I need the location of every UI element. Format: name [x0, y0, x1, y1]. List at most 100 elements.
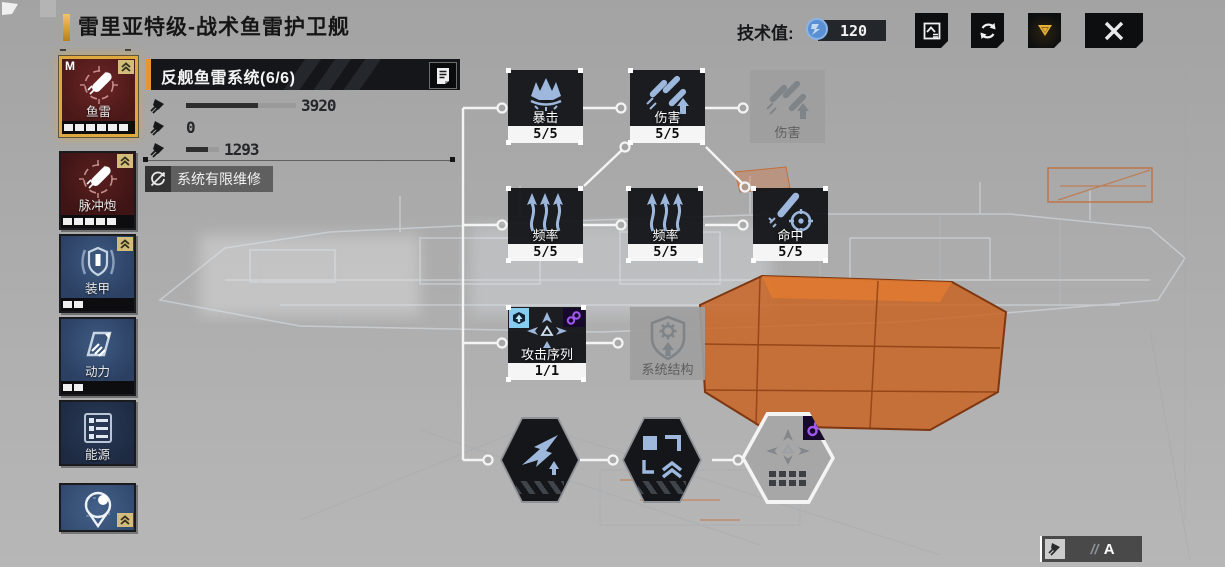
tree-node-accuracy[interactable]: 命中 5/5	[753, 188, 828, 261]
node-level: 5/5	[508, 244, 583, 261]
node-label: 伤害	[774, 125, 801, 140]
dropdown-toggle-button[interactable]	[1028, 13, 1061, 48]
level-pips	[61, 298, 134, 311]
node-label: 频率	[532, 228, 559, 243]
m-marker: M	[65, 59, 75, 73]
triangle-down-icon	[1036, 23, 1054, 39]
stat-row-tertiary: 1293	[149, 140, 260, 159]
corner-decoration	[2, 2, 18, 15]
tree-node-system-structure[interactable]: 系统结构	[630, 307, 705, 380]
sidebar-item-label: 能源	[84, 448, 110, 462]
stat-value: 3920	[301, 96, 337, 115]
chain-link-icon	[563, 308, 585, 327]
damage-icon	[765, 80, 809, 119]
tech-points-label: 技术值:	[737, 24, 794, 43]
system-title: 反舰鱼雷系统(6/6)	[161, 70, 296, 87]
tree-node-attack-sequence[interactable]: 攻击序列 1/1	[508, 307, 586, 380]
title-accent-bar	[63, 14, 70, 41]
damage-icon	[645, 75, 689, 114]
strike-arrow-icon	[522, 435, 559, 475]
chain-link-icon	[803, 416, 829, 440]
sidebar-item-pulse-cannon[interactable]: 脉冲炮	[59, 151, 136, 230]
node-level: 5/5	[753, 244, 828, 261]
shield-upgrade-badge-icon	[509, 308, 529, 328]
armor-shield-icon	[80, 246, 115, 277]
spread-arrows-icon	[766, 429, 810, 486]
energy-list-icon	[83, 413, 112, 443]
tree-node-damage[interactable]: 伤害 5/5	[630, 70, 705, 143]
system-detail-button[interactable]	[429, 62, 457, 89]
title-underline-dash	[125, 49, 131, 51]
repair-status-text: 系统有限维修	[177, 171, 261, 187]
attack-stat-icon	[150, 99, 164, 114]
stat-row-secondary: 0	[149, 118, 196, 137]
sidebar-item-label: 装甲	[84, 282, 110, 296]
stat-value: 1293	[224, 140, 260, 159]
upgrade-chevron-icon	[117, 513, 133, 527]
sidebar-item-torpedo[interactable]: M 鱼雷	[59, 56, 138, 137]
tree-node-frequency-1[interactable]: 频率 5/5	[508, 188, 583, 261]
formation-icon	[642, 435, 683, 479]
node-label: 命中	[777, 228, 804, 243]
limited-repair-icon	[145, 166, 171, 192]
stat-row-damage: 3920	[149, 96, 337, 115]
mode-letter: A	[1103, 540, 1115, 558]
title-underline-dash	[60, 49, 66, 51]
sidebar-item-label: 鱼雷	[85, 105, 111, 119]
tech-points-value: 120	[840, 22, 868, 40]
corner-square-decoration	[40, 0, 56, 17]
sidebar-item-label: 动力	[84, 365, 110, 379]
refresh-button[interactable]	[971, 13, 1004, 48]
upgrade-chevron-icon	[118, 60, 134, 74]
sidebar-item-sensor[interactable]	[59, 483, 136, 532]
attack-stat-icon	[150, 143, 164, 158]
refresh-icon	[977, 20, 999, 42]
torpedo-icon	[78, 160, 117, 198]
propulsion-icon	[85, 331, 112, 357]
level-pips	[62, 121, 135, 134]
tree-node-formation-mode[interactable]	[622, 417, 702, 503]
attack-stat-icon	[150, 121, 164, 136]
node-label: 攻击序列	[520, 347, 573, 362]
level-pips	[61, 381, 134, 394]
node-level: 1/1	[508, 363, 586, 380]
panel-divider	[145, 160, 455, 161]
tech-points-value-box: 120	[818, 20, 886, 41]
node-level: 5/5	[628, 244, 703, 261]
document-icon	[437, 67, 449, 84]
sidebar-item-armor[interactable]: 装甲	[59, 234, 136, 313]
attack-mode-icon	[1045, 539, 1065, 559]
repair-status-badge: 系统有限维修	[145, 166, 273, 192]
formation-mode-widget[interactable]: // A	[1040, 536, 1142, 562]
tree-node-spread-mode-locked[interactable]	[741, 412, 835, 504]
upgrade-chevron-icon	[117, 237, 133, 251]
crit-icon	[529, 78, 562, 111]
node-label: 系统结构	[641, 362, 694, 377]
location-pin-icon	[84, 491, 111, 529]
tree-node-strike-mode[interactable]	[500, 417, 580, 503]
node-level: 5/5	[508, 126, 583, 143]
stat-value: 0	[186, 118, 196, 137]
torpedo-icon	[79, 66, 118, 104]
tech-currency-coin-icon	[806, 18, 828, 40]
level-pips	[61, 215, 134, 228]
mode-slashes: //	[1089, 541, 1101, 557]
close-button[interactable]	[1085, 13, 1143, 48]
gallery-icon	[922, 21, 942, 41]
tree-node-crit[interactable]: 暴击 5/5	[508, 70, 583, 143]
system-panel-header: 反舰鱼雷系统(6/6)	[146, 59, 460, 90]
node-label: 伤害	[654, 110, 681, 125]
node-label: 频率	[652, 228, 679, 243]
tree-node-damage-locked[interactable]: 伤害	[750, 70, 825, 143]
upgrade-chevron-icon	[117, 154, 133, 168]
node-label: 暴击	[532, 110, 559, 125]
page-title: 雷里亚特级-战术鱼雷护卫舰	[78, 16, 350, 39]
sidebar-item-propulsion[interactable]: 动力	[59, 317, 136, 396]
gallery-button[interactable]	[915, 13, 948, 48]
close-icon	[1102, 19, 1126, 43]
sidebar-item-energy[interactable]: 能源	[59, 400, 136, 466]
system-structure-icon	[650, 315, 685, 360]
tree-node-frequency-2[interactable]: 频率 5/5	[628, 188, 703, 261]
sidebar-item-label: 脉冲炮	[78, 199, 117, 213]
node-level: 5/5	[630, 126, 705, 143]
